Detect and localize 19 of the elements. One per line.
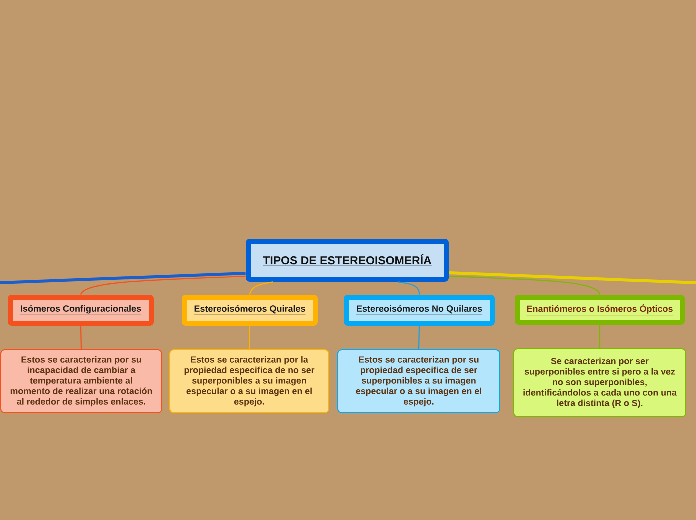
- description-box: Se caracterizan por ser superponibles entre si pero a la vez no son superponibles, identificándolos a cada uno con una letra distinta (R o S).: [514, 348, 686, 418]
- central-topic-box: TIPOS DE ESTEREOISOMERÍA: [246, 239, 449, 282]
- subtopic-box: Enantiómeros o Isómeros Ópticos: [515, 295, 685, 325]
- branch-line: [248, 326, 251, 350]
- subtopic-box: Estereoisómeros No Quilares: [344, 295, 495, 326]
- branch-line: [0, 272, 246, 284]
- branch-line: [449, 272, 696, 284]
- branch-line: [599, 325, 601, 348]
- description-box: Estos se caracterizan por su incapacidad de cambiar a temperatura ambiente al momento de realizar una rotación al rededor de simples enlaces.: [0, 350, 162, 414]
- branch-line: [80, 326, 82, 350]
- branch-line: [398, 282, 420, 295]
- description-box: Estos se caracterizan por la propiedad especifica de no ser superponibles a su imagen especular o a su imagen en el espejo.: [170, 350, 330, 414]
- description-box: Estos se caracterizan por su propiedad especifica de ser superponibles a su imagen especular o a su imagen en el espejo.: [338, 350, 500, 414]
- branch-line: [80, 276, 246, 296]
- branch-line: [449, 276, 600, 296]
- branch-line: [418, 326, 420, 350]
- branch-line: [249, 282, 274, 295]
- subtopic-box: Estereoisómeros Quirales: [182, 295, 318, 326]
- subtopic-box: Isómeros Configuracionales: [8, 295, 154, 326]
